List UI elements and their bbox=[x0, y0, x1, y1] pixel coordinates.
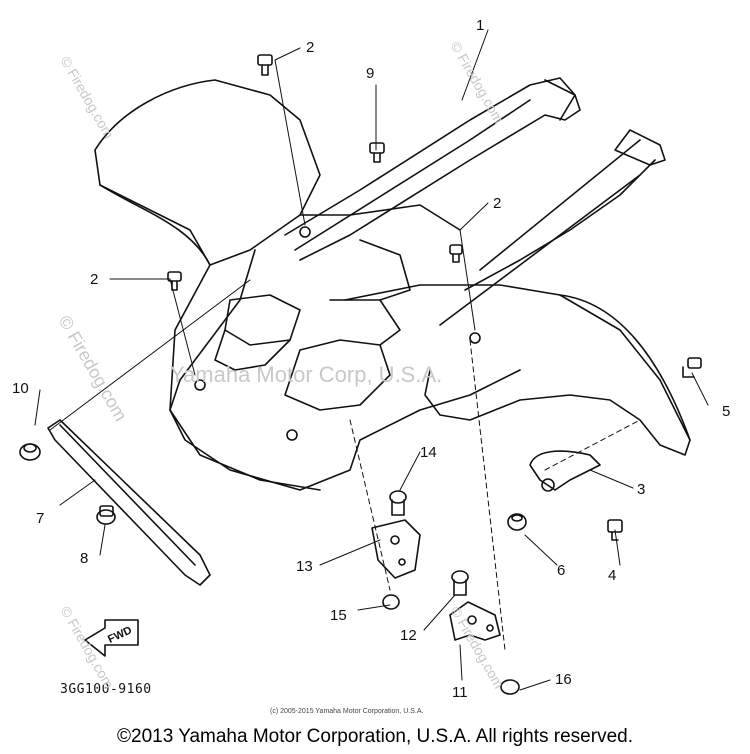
callout-7: 7 bbox=[36, 510, 44, 527]
callout-3: 3 bbox=[637, 481, 645, 498]
rail-left bbox=[284, 77, 581, 261]
watermark-yamaha: Yamaha Motor Corp, U.S.A. bbox=[170, 362, 442, 387]
callout-2: 2 bbox=[306, 39, 314, 56]
callout-9: 9 bbox=[366, 65, 374, 82]
callout-2: 2 bbox=[90, 271, 98, 288]
watermark-firedog: © Firedog.com bbox=[57, 54, 117, 142]
drawing-code: 3GG100-9160 bbox=[60, 682, 152, 697]
callout-16: 16 bbox=[555, 671, 572, 688]
leader-lines bbox=[34, 29, 709, 691]
callout-10: 10 bbox=[12, 380, 29, 397]
fwd-label: FWD bbox=[106, 624, 134, 645]
watermark-firedog: © Firedog.com bbox=[447, 604, 507, 692]
footer-copyright: ©2013 Yamaha Motor Corporation, U.S.A. A… bbox=[117, 726, 633, 747]
callout-4: 4 bbox=[608, 567, 616, 584]
bracket-3 bbox=[529, 450, 601, 492]
fwd-arrow-icon bbox=[84, 619, 139, 657]
callout-15: 15 bbox=[330, 607, 347, 624]
callout-8: 8 bbox=[80, 550, 88, 567]
watermark-firedog: © Firedog.com bbox=[447, 39, 507, 127]
watermark-firedog: © Firedog.com bbox=[57, 604, 117, 692]
callout-6: 6 bbox=[557, 562, 565, 579]
callout-11: 11 bbox=[452, 684, 468, 701]
callout-2: 2 bbox=[493, 195, 501, 212]
bracket-11 bbox=[449, 601, 501, 641]
watermark-firedog: © Firedog.com bbox=[55, 312, 131, 424]
copyright-small: (c) 2005-2015 Yamaha Motor Corporation, … bbox=[270, 708, 423, 715]
stay-bracket bbox=[47, 419, 211, 586]
callout-13: 13 bbox=[296, 558, 313, 575]
callout-5: 5 bbox=[722, 403, 730, 420]
callout-14: 14 bbox=[420, 444, 437, 461]
hardware bbox=[19, 54, 702, 695]
fender-body bbox=[94, 79, 691, 491]
callout-12: 12 bbox=[400, 627, 417, 644]
watermarks: © Firedog.com © Firedog.com © Firedog.co… bbox=[55, 39, 508, 692]
callout-1: 1 bbox=[476, 17, 484, 34]
bracket-13 bbox=[371, 519, 421, 579]
callout-labels: 1 2 2 2 3 4 5 6 7 8 9 10 11 12 13 14 15 … bbox=[12, 17, 730, 701]
